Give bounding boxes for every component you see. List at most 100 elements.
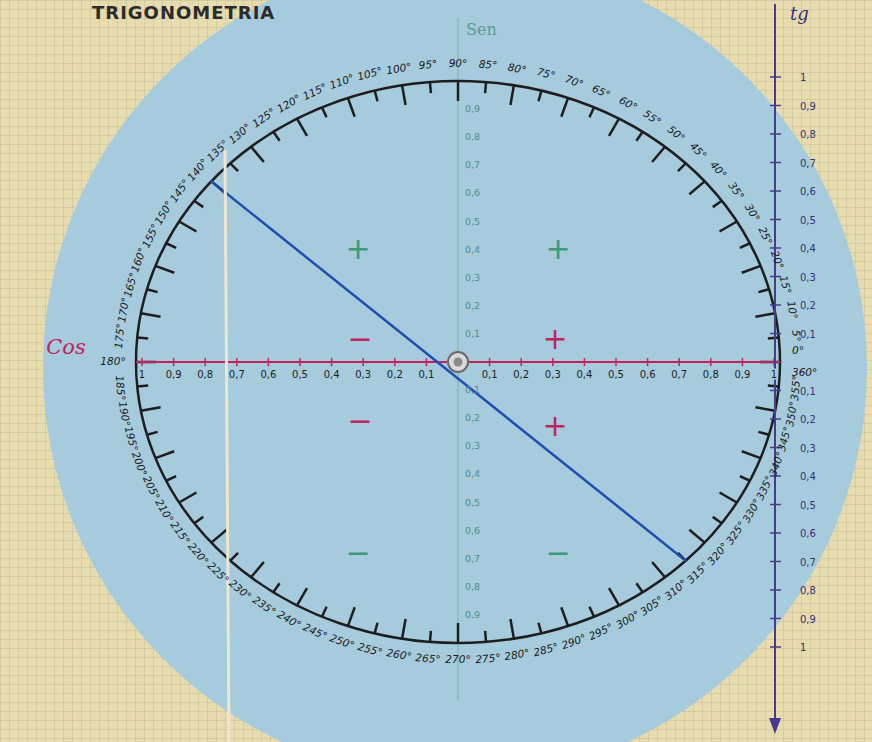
tangent-value: 0,4 bbox=[800, 243, 816, 254]
grommet-hole bbox=[454, 358, 463, 367]
degree-tick bbox=[689, 530, 704, 543]
degree-tick bbox=[720, 222, 737, 232]
sine-value: 0,6 bbox=[465, 525, 480, 535]
sine-value: 0,3 bbox=[465, 441, 480, 451]
blue-disc bbox=[43, 0, 867, 742]
plumb-string bbox=[225, 150, 229, 742]
sine-value: 0,9 bbox=[465, 610, 480, 620]
degree-tick bbox=[402, 619, 405, 639]
degree-label: 290° bbox=[560, 632, 588, 652]
degree-label: 320° bbox=[705, 540, 730, 567]
degree-label: 330° bbox=[740, 497, 763, 525]
degree-label: 310° bbox=[662, 578, 689, 603]
degree-tick bbox=[273, 132, 279, 141]
degree-label: 215° bbox=[168, 519, 192, 546]
degree-label: 30° bbox=[742, 202, 761, 224]
tangent-value: 0,5 bbox=[800, 499, 816, 510]
degree-tick bbox=[768, 384, 779, 387]
degree-tick bbox=[348, 98, 355, 117]
degree-tick bbox=[155, 451, 174, 458]
tangent-value: 0,8 bbox=[800, 585, 816, 596]
degree-tick bbox=[740, 476, 750, 481]
degree-tick bbox=[147, 289, 158, 292]
degree-tick bbox=[429, 631, 432, 642]
degree-tick bbox=[155, 266, 174, 273]
degree-tick bbox=[742, 266, 761, 273]
degree-label: 80° bbox=[507, 61, 527, 76]
cosine-tick bbox=[552, 358, 554, 366]
degree-label: 125° bbox=[250, 106, 277, 130]
tangent-value: 0,7 bbox=[800, 157, 816, 168]
sine-value: 0,5 bbox=[465, 216, 480, 226]
degree-label: 165° bbox=[122, 271, 140, 298]
degree-label: 245° bbox=[301, 622, 329, 643]
degree-label: 20° bbox=[768, 249, 785, 270]
cosine-tick bbox=[299, 358, 301, 366]
degree-label: 205° bbox=[140, 474, 161, 502]
cosine-tick bbox=[331, 358, 333, 366]
tangent-value: 0,8 bbox=[800, 129, 816, 140]
tangent-value: 1 bbox=[800, 642, 806, 653]
degree-label: 285° bbox=[532, 641, 559, 659]
cosine-value: 0,6 bbox=[259, 369, 277, 380]
cosine-value: 0,1 bbox=[417, 369, 435, 380]
cosine-tick bbox=[678, 358, 680, 366]
degree-label: 130° bbox=[227, 121, 254, 146]
cosine-tick bbox=[394, 358, 396, 366]
degree-label: 35° bbox=[726, 180, 746, 202]
cosine-value: 0,1 bbox=[481, 369, 499, 380]
quadrant-sign: − bbox=[347, 322, 372, 355]
degree-tick bbox=[429, 82, 432, 93]
tangent-value: 0,2 bbox=[800, 414, 816, 425]
degree-label: 360° bbox=[792, 367, 817, 379]
degree-label: 10° bbox=[785, 300, 800, 320]
degree-tick bbox=[230, 163, 238, 171]
cosine-tick bbox=[141, 358, 143, 366]
degree-label: 305° bbox=[639, 594, 666, 618]
quadrant-sign: − bbox=[345, 536, 370, 569]
degree-tick bbox=[589, 607, 594, 617]
degree-label: 180° bbox=[100, 356, 125, 368]
cosine-tick bbox=[615, 358, 617, 366]
degree-tick bbox=[538, 623, 541, 634]
degree-tick bbox=[689, 181, 704, 194]
degree-label: 185° bbox=[113, 375, 127, 401]
tangent-value: 0,6 bbox=[800, 528, 816, 539]
degree-label: 295° bbox=[587, 622, 615, 643]
sine-value: 0,7 bbox=[465, 553, 480, 563]
cosine-value: 0,6 bbox=[639, 369, 657, 380]
degree-tick bbox=[194, 517, 203, 523]
degree-tick bbox=[678, 163, 686, 171]
sine-value: 0,2 bbox=[465, 301, 480, 311]
degree-label: 105° bbox=[357, 65, 384, 83]
axis-name: tg bbox=[790, 4, 809, 24]
sine-value: 0,1 bbox=[465, 329, 480, 339]
degree-label: 25° bbox=[756, 225, 774, 247]
degree-label: 275° bbox=[474, 652, 500, 666]
degree-label: 160° bbox=[130, 246, 150, 274]
degree-ticks bbox=[136, 81, 780, 643]
degree-label: 50° bbox=[665, 123, 687, 144]
cosine-value: 0,7 bbox=[670, 369, 688, 380]
degree-label: 280° bbox=[503, 648, 530, 664]
degree-tick bbox=[652, 562, 665, 577]
cosine-value: 0,4 bbox=[575, 369, 593, 380]
tangent-value: 1 bbox=[800, 72, 806, 83]
degree-label: 75° bbox=[535, 66, 556, 82]
degree-tick bbox=[720, 493, 737, 503]
sine-value: 0,9 bbox=[465, 104, 480, 114]
degree-label: 255° bbox=[357, 641, 384, 659]
axis-ticks bbox=[142, 77, 781, 647]
degree-label: 55° bbox=[641, 108, 663, 128]
degree-label: 250° bbox=[328, 632, 356, 652]
degree-tick bbox=[561, 607, 568, 626]
cosine-value: 0,8 bbox=[196, 369, 214, 380]
degree-tick bbox=[740, 243, 750, 248]
sine-value: 0,4 bbox=[465, 469, 480, 479]
degree-tick bbox=[166, 476, 176, 481]
cosine-tick bbox=[236, 358, 238, 366]
degree-tick bbox=[194, 201, 203, 207]
cosine-value: 1 bbox=[770, 369, 778, 380]
degree-tick bbox=[297, 588, 307, 605]
cosine-value: 0,5 bbox=[291, 369, 309, 380]
